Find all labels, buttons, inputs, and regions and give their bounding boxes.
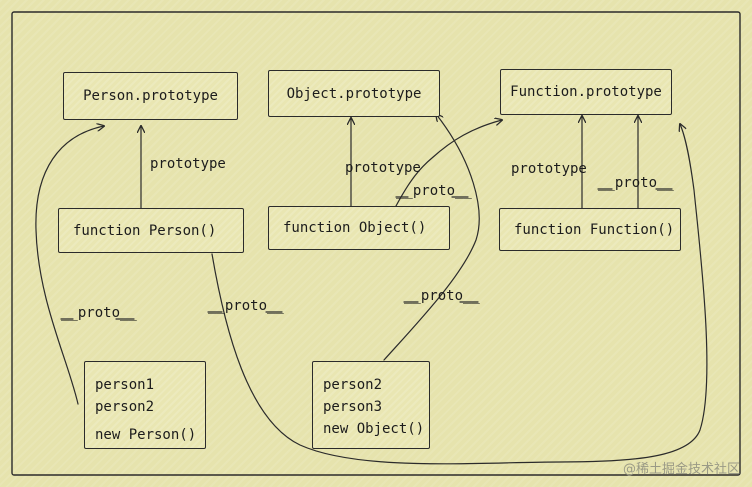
edge-person-fn-to-function-prototype bbox=[211, 124, 708, 465]
node-person-instances: person1 person2 new Person() bbox=[84, 361, 206, 449]
edge-label-prototype-person: prototype bbox=[150, 156, 226, 172]
node-function-object: function Object() bbox=[268, 206, 450, 250]
outer-frame bbox=[11, 11, 741, 476]
edge-label-proto-object-instances: __proto__ bbox=[404, 288, 480, 304]
edge-label-proto-object-fn: __proto__ bbox=[396, 183, 472, 199]
edge-object-fn-to-function-prototype bbox=[395, 120, 502, 207]
edge-person-instances-to-person-prototype bbox=[35, 126, 104, 405]
node-person-prototype: Person.prototype bbox=[63, 72, 238, 120]
instance-item: new Object() bbox=[323, 421, 425, 437]
node-function-person-label: function Person() bbox=[73, 222, 217, 239]
node-function-function-label: function Function() bbox=[514, 221, 675, 238]
instance-item: person1 bbox=[95, 377, 155, 393]
node-object-prototype: Object.prototype bbox=[268, 70, 440, 117]
node-object-instances: person2 person3 new Object() bbox=[312, 361, 430, 449]
node-function-prototype-label: Function.prototype bbox=[510, 84, 662, 100]
edge-label-prototype-function: prototype bbox=[511, 161, 587, 177]
node-function-function: function Function() bbox=[499, 208, 681, 251]
edge-label-proto-person-fn: __proto__ bbox=[208, 298, 284, 314]
node-object-prototype-label: Object.prototype bbox=[286, 85, 422, 102]
node-function-person: function Person() bbox=[58, 208, 244, 253]
instance-item: person3 bbox=[323, 399, 383, 415]
edge-object-instances-to-object-prototype bbox=[383, 114, 480, 361]
instance-item: new Person() bbox=[95, 427, 197, 443]
node-person-prototype-label: Person.prototype bbox=[83, 88, 218, 104]
edge-label-proto-function-fn: __proto__ bbox=[598, 175, 674, 191]
edge-label-prototype-object: prototype bbox=[345, 160, 421, 176]
edge-label-proto-person-instances: __proto__ bbox=[61, 305, 137, 321]
node-function-object-label: function Object() bbox=[283, 220, 427, 236]
watermark: @稀土掘金技术社区 bbox=[622, 462, 740, 477]
instance-item: person2 bbox=[323, 377, 383, 393]
instance-item: person2 bbox=[95, 399, 155, 415]
node-function-prototype: Function.prototype bbox=[500, 69, 672, 115]
